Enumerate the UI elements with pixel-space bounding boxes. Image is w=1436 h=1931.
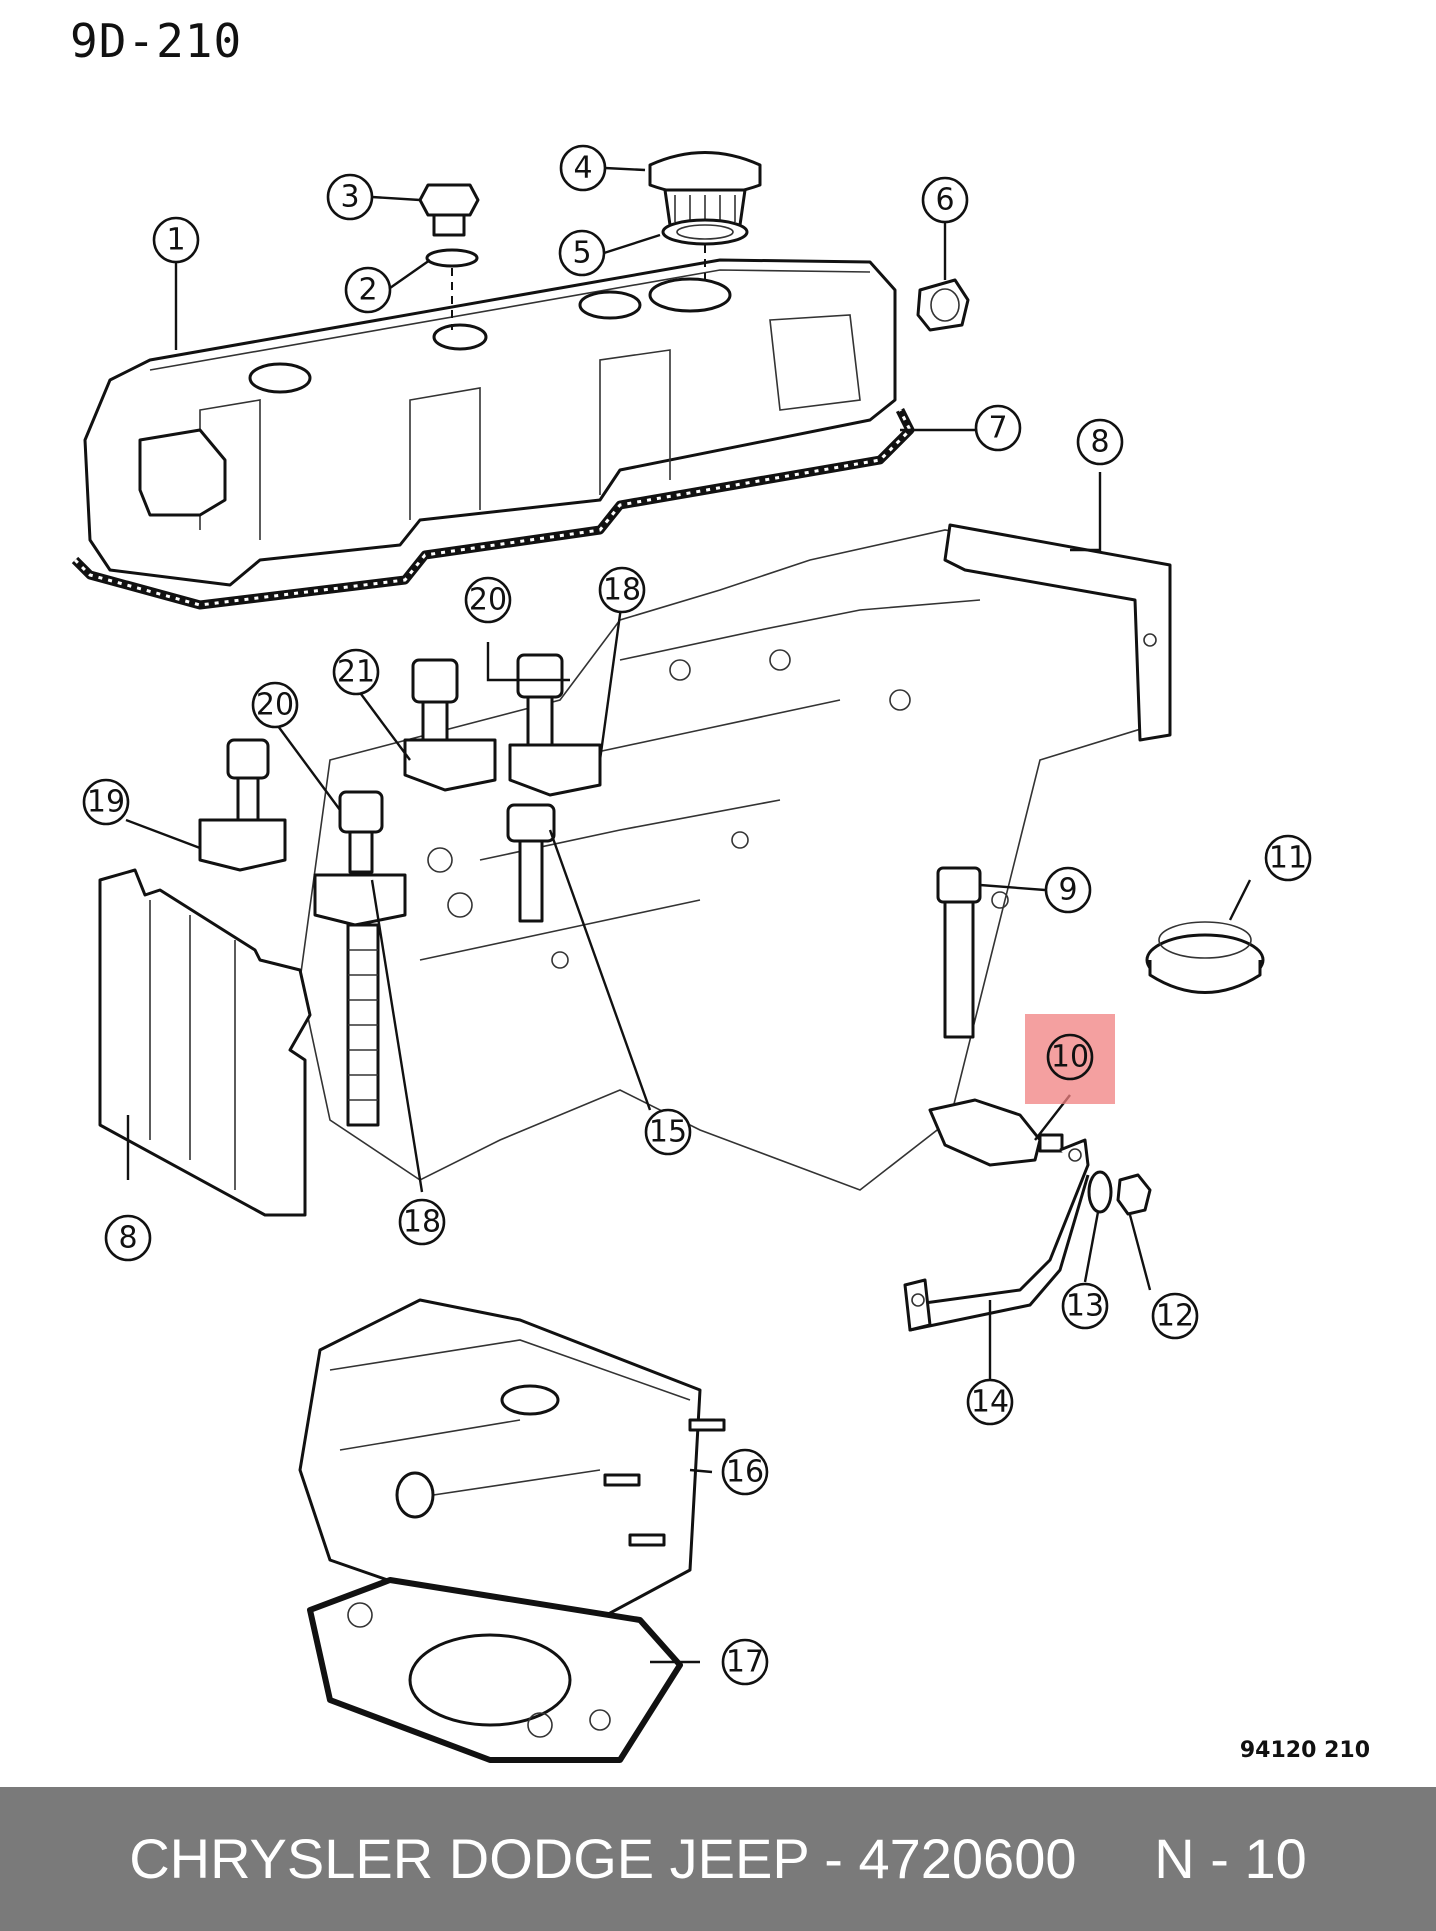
callout-8-right-label: 8	[1090, 425, 1109, 460]
cover-bolt	[418, 183, 480, 237]
leader-lines	[125, 166, 1252, 1664]
callout-14-label: 14	[971, 1385, 1009, 1420]
highlight-box	[1025, 1014, 1115, 1104]
callout-12-label: 12	[1156, 1299, 1194, 1334]
callout-1-label: 1	[166, 223, 185, 258]
rocker-stud-d	[508, 653, 602, 797]
temperature-sensor	[928, 1098, 1064, 1167]
callout-16: 16	[721, 1448, 769, 1496]
washer	[1087, 1170, 1113, 1214]
callout-1: 1	[152, 216, 200, 264]
rocker-stud-b	[313, 790, 407, 1127]
valve-cover-gasket	[71, 407, 915, 610]
cover-plug	[916, 278, 970, 332]
callout-6: 6	[921, 176, 969, 224]
figure-code: 94120 210	[1239, 1738, 1370, 1763]
callout-19: 19	[82, 778, 130, 826]
callout-16-label: 16	[726, 1455, 764, 1490]
callout-12: 12	[1151, 1292, 1199, 1340]
callout-17: 17	[721, 1638, 769, 1686]
callout-5-label: 5	[572, 236, 591, 271]
callout-7: 7	[974, 404, 1022, 452]
head-side-panel-left	[98, 868, 312, 1217]
valve-cover	[83, 258, 897, 587]
callout-19-label: 19	[87, 785, 125, 820]
callout-10-label: 10	[1051, 1040, 1089, 1075]
callout-20-top: 20	[464, 576, 512, 624]
callout-21: 21	[332, 648, 380, 696]
cylinder-head-lower	[298, 1298, 726, 1642]
callout-20-top-label: 20	[469, 583, 507, 618]
rocker-stud-a	[198, 738, 287, 872]
callout-8-right: 8	[1076, 418, 1124, 466]
callout-2-label: 2	[358, 273, 377, 308]
cylinder-head	[299, 529, 1171, 1191]
callout-18-bottom-label: 18	[403, 1205, 441, 1240]
callout-3: 3	[326, 173, 374, 221]
callout-18-bottom: 18	[398, 1198, 446, 1246]
filler-cap-seal	[661, 218, 749, 246]
footer-bar: CHRYSLER DODGE JEEP - 4720600 N - 10	[0, 1787, 1436, 1931]
rocker-stud-c	[403, 658, 497, 792]
callout-3-label: 3	[340, 180, 359, 215]
nut	[1116, 1173, 1152, 1216]
callout-5: 5	[558, 229, 606, 277]
callout-15-label: 15	[649, 1115, 687, 1150]
callout-7-label: 7	[988, 411, 1007, 446]
callout-8-left: 8	[104, 1214, 152, 1262]
callout-13-label: 13	[1066, 1289, 1104, 1324]
callout-20-left-label: 20	[256, 688, 294, 723]
callout-18-top: 18	[598, 566, 646, 614]
head-side-panel-right	[943, 523, 1172, 742]
oil-filler-cap	[648, 151, 762, 227]
callout-11: 11	[1264, 834, 1312, 882]
callout-4: 4	[559, 144, 607, 192]
callout-11-label: 11	[1269, 841, 1307, 876]
bracket	[903, 1138, 1090, 1332]
glow-plug-stud	[506, 803, 556, 923]
callout-21-label: 21	[337, 655, 375, 690]
bolt-washer	[425, 248, 479, 268]
sheet-code: 9D-210	[70, 14, 243, 68]
callout-17-label: 17	[726, 1645, 764, 1680]
callout-9-label: 9	[1058, 873, 1077, 908]
callout-14: 14	[966, 1378, 1014, 1426]
callout-9: 9	[1044, 866, 1092, 914]
callout-10: 10	[1046, 1033, 1094, 1081]
callout-6-label: 6	[935, 183, 954, 218]
callout-15: 15	[644, 1108, 692, 1156]
callout-18-top-label: 18	[603, 573, 641, 608]
callout-4-label: 4	[573, 151, 592, 186]
callout-13: 13	[1061, 1282, 1109, 1330]
footer-part-title: CHRYSLER DODGE JEEP - 4720600 N - 10	[129, 1827, 1307, 1890]
head-bolt	[936, 866, 982, 1039]
callout-8-left-label: 8	[118, 1221, 137, 1256]
cylinder-head-gasket	[307, 1577, 683, 1763]
callout-2: 2	[344, 266, 392, 314]
cup-plug	[1145, 921, 1265, 994]
callout-20-left: 20	[251, 681, 299, 729]
